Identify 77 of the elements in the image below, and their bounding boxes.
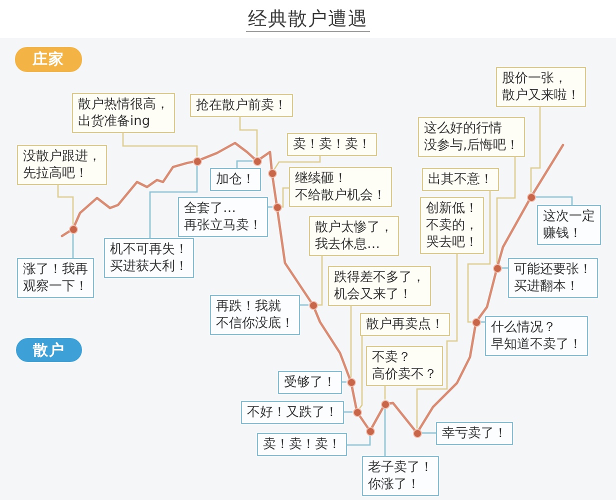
leader-line — [274, 156, 321, 170]
callout-text: 卖！卖！卖！ — [263, 436, 341, 453]
leader-line — [384, 386, 386, 400]
callout-box — [278, 371, 342, 394]
tag-text: 散户 — [32, 340, 66, 361]
callout-text: 跌得差不多了，机会又来了！ — [334, 269, 425, 303]
callout-text: 不好！又跌了！ — [247, 404, 338, 421]
leader-line — [467, 191, 491, 323]
tag-text: 庄家 — [32, 49, 66, 70]
callout-box — [422, 168, 499, 191]
callout-box — [210, 295, 300, 335]
callout-text: 加仓！ — [216, 171, 255, 188]
callout-text: 全套了…再张立马卖！ — [184, 200, 262, 234]
callout-box — [496, 67, 586, 107]
category-tag — [16, 338, 82, 362]
leader-line — [239, 117, 258, 156]
callout-box — [360, 313, 450, 336]
callout-text: 抢在散户前卖！ — [196, 97, 287, 114]
leader-line — [347, 436, 371, 446]
callout-box — [104, 238, 194, 278]
leader-line — [72, 234, 74, 258]
diagram-title: 经典散户遭遇 — [246, 8, 370, 32]
callout-box — [436, 422, 513, 445]
callout-text: 散户热情很高，出货准备ing — [78, 96, 169, 130]
category-tag — [15, 47, 82, 72]
callout-text: 这次一定赚钱！ — [543, 208, 595, 242]
callout-text: 出其不意！ — [428, 171, 493, 188]
callout-text: 可能还要张！买进翻本！ — [514, 261, 592, 295]
leader-line — [57, 185, 74, 224]
callout-box — [537, 205, 601, 245]
callout-box — [178, 197, 268, 237]
callout-box — [366, 346, 443, 386]
callout-box — [17, 145, 107, 185]
callout-text: 股价一张，散户又来啦！ — [502, 70, 580, 104]
callout-box — [485, 316, 588, 356]
callout-text: 创新低！不卖的，哭去吧！ — [426, 200, 478, 251]
callout-box — [418, 117, 526, 157]
leader-line — [350, 306, 352, 378]
callout-box — [210, 168, 261, 191]
callout-box — [420, 197, 484, 254]
callout-text: 卖！卖！卖！ — [293, 136, 371, 153]
callout-box — [257, 433, 347, 456]
leader-line — [422, 432, 436, 434]
leader-line — [530, 107, 541, 192]
leader-line — [359, 336, 363, 409]
leader-line — [416, 254, 458, 428]
callout-box — [362, 456, 439, 496]
callout-box — [328, 266, 431, 306]
callout-text: 这么好的行情没参与,后悔吧！ — [424, 120, 520, 154]
leader-line — [236, 160, 252, 168]
callout-text: 涨了！我再观察一下！ — [23, 261, 88, 295]
callout-text: 不卖？高价卖不？ — [372, 349, 437, 383]
callout-box — [309, 216, 399, 256]
callout-box — [508, 258, 598, 298]
callout-box — [17, 258, 94, 298]
callout-box — [241, 401, 344, 424]
callout-box — [190, 94, 293, 117]
callout-text: 没散户跟进，先拉高吧！ — [23, 148, 101, 182]
leader-line — [496, 157, 516, 264]
callout-text: 老子卖了！你涨了！ — [368, 459, 433, 493]
leader-line — [318, 256, 323, 306]
callout-text: 再跌！我就不信你没底！ — [216, 298, 294, 332]
callout-box — [289, 167, 392, 207]
leader-line — [282, 187, 289, 208]
leader-line — [149, 166, 198, 238]
callout-text: 继续砸！不给散户机会！ — [295, 170, 386, 204]
leader-line — [384, 408, 386, 456]
callout-text: 散户再卖点！ — [366, 316, 444, 333]
leader-line — [536, 196, 573, 205]
callout-text: 什么情况？早知道不卖了！ — [491, 319, 582, 353]
leader-line — [122, 133, 198, 156]
callout-text: 散户太惨了，我去休息… — [315, 219, 393, 253]
callout-text: 受够了！ — [284, 374, 336, 391]
callout-box — [72, 93, 175, 133]
callout-text: 机不可再失！买进获大利！ — [110, 241, 188, 275]
callout-text: 幸亏卖了！ — [442, 425, 507, 442]
callout-box — [287, 133, 377, 156]
